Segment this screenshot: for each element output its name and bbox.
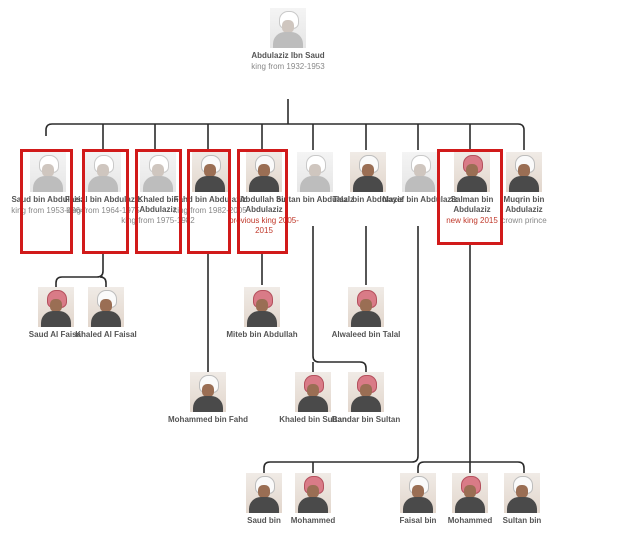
person-subtitle: king from 1982-2005	[173, 206, 247, 215]
grandson-node: Saud Al Faisal	[16, 287, 96, 340]
person-subtitle: king from 1932-1953	[251, 62, 325, 71]
person-name: Faisal bin Abdulaziz	[64, 195, 142, 204]
portrait-icon	[400, 473, 436, 513]
connector-line	[263, 226, 419, 473]
person-name: Miteb bin Abdullah	[226, 330, 298, 339]
root-node: Abdulaziz Ibn Saud king from 1932-1953	[248, 8, 328, 72]
grandson-node: Mohammed	[273, 473, 353, 526]
portrait-icon	[295, 372, 331, 412]
person-name: Fahd bin Abdulaziz	[173, 195, 247, 204]
connector-line	[99, 276, 107, 287]
person-name: Khaled Al Faisal	[75, 330, 137, 339]
son-node: Salman bin Abdulaziz new king 2015	[432, 152, 512, 226]
portrait-icon	[452, 473, 488, 513]
portrait-icon	[350, 152, 386, 192]
grandson-node: Alwaleed bin Talal	[326, 287, 406, 340]
person-name: Bandar bin Sultan	[331, 415, 401, 424]
person-name: Sultan bin	[502, 516, 542, 525]
portrait-icon	[140, 152, 176, 192]
person-name: Mohammed	[290, 516, 336, 525]
portrait-icon	[402, 152, 438, 192]
portrait-icon	[246, 473, 282, 513]
grandson-node: Bandar bin Sultan	[326, 372, 406, 425]
son-node: Saud bin Abdulaziz king from 1953-1964	[8, 152, 88, 216]
person-subtitle: crown prince	[501, 216, 547, 225]
person-name: Abdullah bin Abdulaziz	[239, 195, 289, 214]
portrait-icon	[506, 152, 542, 192]
person-name: Faisal bin	[399, 516, 437, 525]
son-node: Nayef bin Abdulaziz	[380, 152, 460, 205]
grandson-node: Sultan bin	[482, 473, 562, 526]
person-name: Talal bin Abdulaziz	[332, 195, 404, 204]
person-subtitle: king from 1953-1964	[11, 206, 85, 215]
portrait-icon	[190, 372, 226, 412]
son-node: Abdullah bin Abdulaziz previous king 200…	[224, 152, 304, 236]
person-name: Saud Al Faisal	[28, 330, 84, 339]
person-name: Nayef bin Abdulaziz	[382, 195, 458, 204]
son-node: Talal bin Abdulaziz	[328, 152, 408, 205]
grandson-node: Khaled Al Faisal	[66, 287, 146, 340]
person-subtitle: king from 1975-1982	[121, 216, 195, 225]
portrait-icon	[297, 152, 333, 192]
portrait-icon	[246, 152, 282, 192]
person-name: Saud bin	[247, 516, 281, 525]
grandson-node: Mohammed	[430, 473, 510, 526]
son-node: Muqrin bin Abdulaziz crown prince	[484, 152, 564, 226]
grandson-node: Khaled bin Sultan	[273, 372, 353, 425]
grandson-node: Miteb bin Abdullah	[222, 287, 302, 340]
person-subtitle: king from 1964-1975	[66, 206, 140, 215]
son-node: Khaled bin Abdulaziz king from 1975-1982	[118, 152, 198, 226]
portrait-icon	[38, 287, 74, 327]
person-name: Salman bin Abdulaziz	[450, 195, 494, 214]
son-node: Fahd bin Abdulaziz king from 1982-2005	[170, 152, 250, 216]
portrait-icon	[192, 152, 228, 192]
person-name: Mohammed	[447, 516, 493, 525]
grandson-node: Mohammed bin Fahd	[168, 372, 248, 425]
connector-line	[55, 253, 104, 287]
grandson-node: Faisal bin	[378, 473, 458, 526]
portrait-icon	[85, 152, 121, 192]
portrait-icon	[295, 473, 331, 513]
portrait-icon	[348, 372, 384, 412]
connector-line	[45, 123, 525, 150]
person-name: Khaled bin Abdulaziz	[137, 195, 179, 214]
person-subtitle: new king 2015	[446, 216, 498, 225]
connector-line	[312, 226, 367, 372]
person-name: Muqrin bin Abdulaziz	[503, 195, 545, 214]
portrait-icon	[30, 152, 66, 192]
connector-line	[417, 461, 525, 473]
son-node: Sultan bin Abdulaziz	[275, 152, 355, 205]
person-subtitle: previous king 2005-2015	[229, 216, 299, 235]
portrait-icon	[270, 8, 306, 48]
person-name: Sultan bin Abdulaziz	[276, 195, 354, 204]
person-name: Mohammed bin Fahd	[168, 415, 248, 424]
person-name: Abdulaziz Ibn Saud	[251, 51, 325, 60]
portrait-icon	[244, 287, 280, 327]
portrait-icon	[454, 152, 490, 192]
person-name: Khaled bin Sultan	[279, 415, 347, 424]
portrait-icon	[348, 287, 384, 327]
grandson-node: Saud bin	[224, 473, 304, 526]
son-node: Faisal bin Abdulaziz king from 1964-1975	[63, 152, 143, 216]
person-name: Alwaleed bin Talal	[331, 330, 401, 339]
portrait-icon	[88, 287, 124, 327]
person-name: Saud bin Abdulaziz	[11, 195, 85, 204]
portrait-icon	[504, 473, 540, 513]
